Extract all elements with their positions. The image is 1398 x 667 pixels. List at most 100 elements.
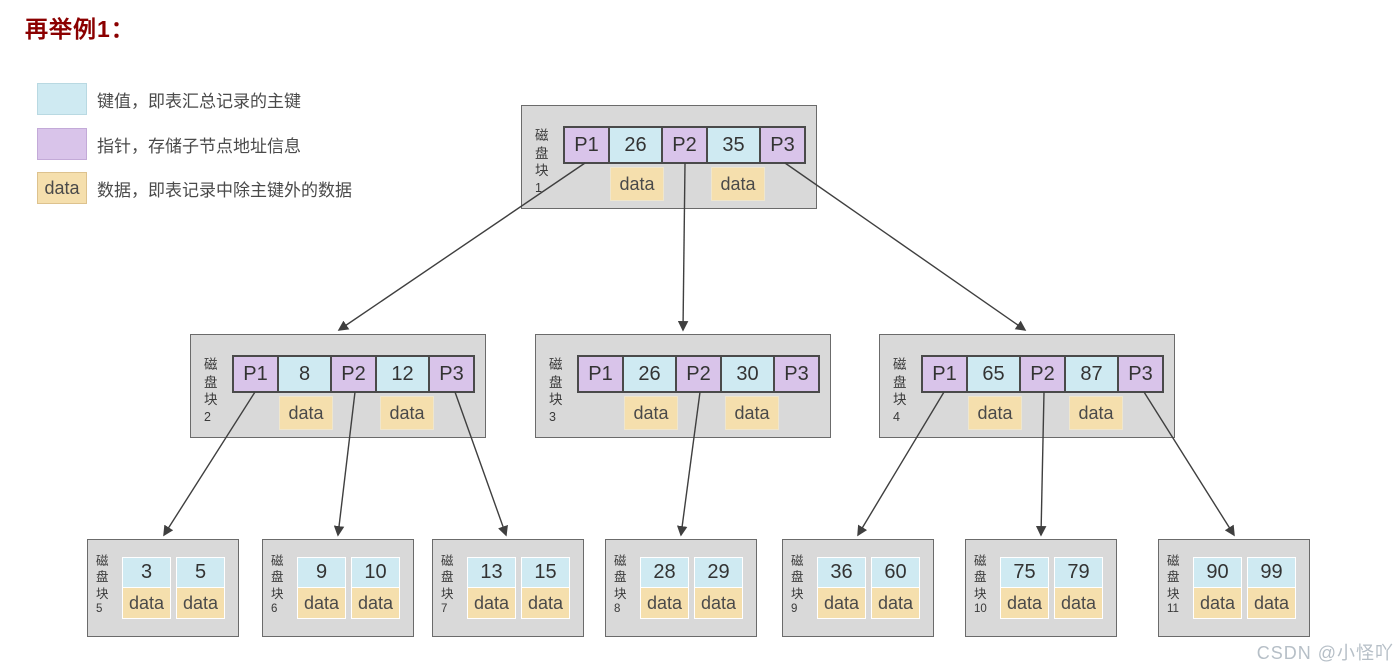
disk-block-label: 磁盘块 10 <box>974 554 987 615</box>
disk-block-7: 磁盘块 7 13 data 15 data <box>432 539 584 637</box>
disk-block-label: 磁盘块 9 <box>791 554 804 615</box>
pointer-cell-p1: P1 <box>577 355 624 393</box>
key-cell: 29 <box>694 557 743 588</box>
key-cell: 13 <box>467 557 516 588</box>
pointer-cell-p1: P1 <box>921 355 968 393</box>
record-column: 75 data <box>1000 557 1049 619</box>
pointer-cell-p2: P2 <box>330 355 377 393</box>
data-cell: data <box>1054 587 1103 619</box>
pointer-cell-p3: P3 <box>773 355 820 393</box>
record-column: 28 data <box>640 557 689 619</box>
key-cell: 12 <box>375 355 430 393</box>
disk-block-label: 磁盘块 2 <box>204 357 218 424</box>
key-cell: 9 <box>297 557 346 588</box>
data-cell: data <box>297 587 346 619</box>
data-cell: data <box>122 587 171 619</box>
disk-block-8: 磁盘块 8 28 data 29 data <box>605 539 757 637</box>
pointer-cell-p3: P3 <box>1117 355 1164 393</box>
watermark: CSDN @小怪吖 <box>1256 643 1394 663</box>
disk-block-label: 磁盘块 5 <box>96 554 109 615</box>
key-cell: 3 <box>122 557 171 588</box>
cell-row: P1 26 P2 30 P3 <box>577 355 820 393</box>
data-cell: data <box>711 167 765 201</box>
disk-block-11: 磁盘块 11 90 data 99 data <box>1158 539 1310 637</box>
pointer-cell-p2: P2 <box>675 355 722 393</box>
key-cell: 5 <box>176 557 225 588</box>
data-cell: data <box>351 587 400 619</box>
data-cell: data <box>640 587 689 619</box>
disk-block-label: 磁盘块 4 <box>893 357 907 424</box>
disk-block-label: 磁盘块 8 <box>614 554 627 615</box>
data-cell: data <box>1069 396 1123 430</box>
page-title: 再举例1： <box>25 16 135 42</box>
record-column: 60 data <box>871 557 920 619</box>
cell-row: P1 65 P2 87 P3 <box>921 355 1164 393</box>
record-column: 79 data <box>1054 557 1103 619</box>
key-cell: 35 <box>706 126 761 164</box>
disk-block-10: 磁盘块 10 75 data 79 data <box>965 539 1117 637</box>
record-column: 10 data <box>351 557 400 619</box>
record-column: 90 data <box>1193 557 1242 619</box>
key-cell: 65 <box>966 355 1021 393</box>
data-cell: data <box>694 587 743 619</box>
pointer-cell-p2: P2 <box>661 126 708 164</box>
key-cell: 28 <box>640 557 689 588</box>
cell-row: P1 26 P2 35 P3 <box>563 126 806 164</box>
record-column: 9 data <box>297 557 346 619</box>
legend-text: 指针，存储子节点地址信息 <box>97 136 301 156</box>
pointer-cell-p2: P2 <box>1019 355 1066 393</box>
data-cell: data <box>1247 587 1296 619</box>
disk-block-2: 磁盘块 2 P1 8 P2 12 P3 data data <box>190 334 486 438</box>
disk-block-label: 磁盘块 1 <box>535 128 549 195</box>
data-cell: data <box>725 396 779 430</box>
disk-block-5: 磁盘块 5 3 data 5 data <box>87 539 239 637</box>
data-cell: data <box>521 587 570 619</box>
data-cell: data <box>968 396 1022 430</box>
disk-block-label: 磁盘块 3 <box>549 357 563 424</box>
key-cell: 99 <box>1247 557 1296 588</box>
key-cell: 30 <box>720 355 775 393</box>
data-cell: data <box>871 587 920 619</box>
disk-block-4: 磁盘块 4 P1 65 P2 87 P3 data data <box>879 334 1175 438</box>
pointer-cell-p3: P3 <box>759 126 806 164</box>
data-cell: data <box>817 587 866 619</box>
legend-text: 数据，即表记录中除主键外的数据 <box>97 180 352 200</box>
key-cell: 87 <box>1064 355 1119 393</box>
disk-block-label: 磁盘块 11 <box>1167 554 1180 615</box>
key-cell: 75 <box>1000 557 1049 588</box>
disk-block-label: 磁盘块 7 <box>441 554 454 615</box>
disk-block-label: 磁盘块 6 <box>271 554 284 615</box>
key-cell: 8 <box>277 355 332 393</box>
pointer-cell-p1: P1 <box>232 355 279 393</box>
data-cell: data <box>279 396 333 430</box>
pointer-swatch <box>37 128 87 160</box>
data-cell: data <box>380 396 434 430</box>
record-column: 29 data <box>694 557 743 619</box>
key-cell: 79 <box>1054 557 1103 588</box>
pointer-cell-p1: P1 <box>563 126 610 164</box>
data-cell: data <box>467 587 516 619</box>
legend-item-pointer: 指针，存储子节点地址信息 <box>37 128 301 160</box>
pointer-cell-p3: P3 <box>428 355 475 393</box>
record-column: 3 data <box>122 557 171 619</box>
key-cell: 36 <box>817 557 866 588</box>
disk-block-3: 磁盘块 3 P1 26 P2 30 P3 data data <box>535 334 831 438</box>
key-cell: 15 <box>521 557 570 588</box>
record-column: 99 data <box>1247 557 1296 619</box>
record-column: 13 data <box>467 557 516 619</box>
legend-item-data: data 数据，即表记录中除主键外的数据 <box>37 172 352 204</box>
cell-row: P1 8 P2 12 P3 <box>232 355 475 393</box>
legend-item-key: 键值，即表汇总记录的主键 <box>37 83 301 115</box>
legend-text: 键值，即表汇总记录的主键 <box>97 91 301 111</box>
key-cell: 60 <box>871 557 920 588</box>
disk-block-9: 磁盘块 9 36 data 60 data <box>782 539 934 637</box>
record-column: 15 data <box>521 557 570 619</box>
data-cell: data <box>176 587 225 619</box>
data-cell: data <box>1193 587 1242 619</box>
data-cell: data <box>610 167 664 201</box>
data-swatch: data <box>37 172 87 204</box>
key-cell: 26 <box>622 355 677 393</box>
key-cell: 10 <box>351 557 400 588</box>
record-column: 36 data <box>817 557 866 619</box>
